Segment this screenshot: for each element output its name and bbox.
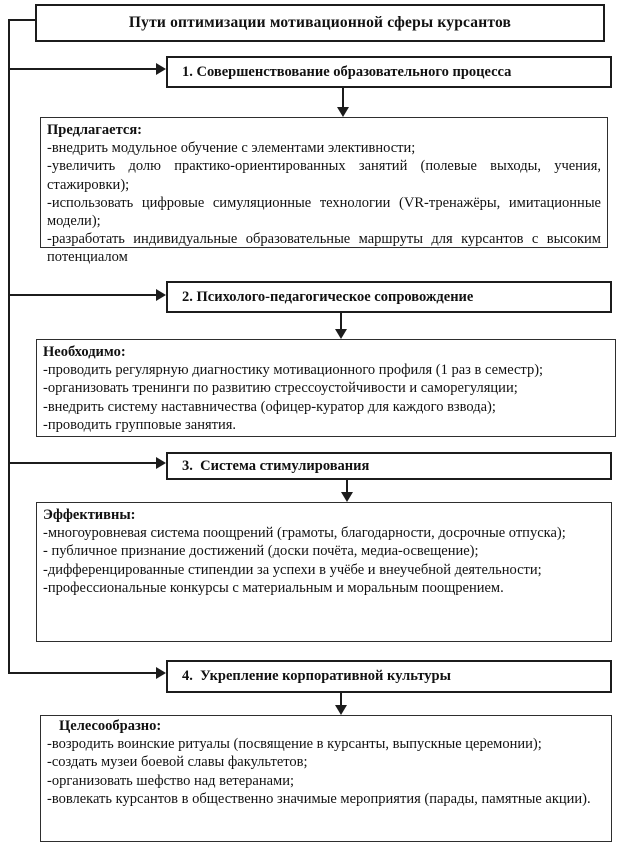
arrow-down-icon: [335, 329, 347, 339]
list-item: -дифференцированные стипендии за успехи …: [43, 561, 542, 578]
arrow-right-icon: [156, 63, 166, 75]
connector-branch-2: [8, 294, 156, 296]
section-1-header-label: 1. Совершенствование образовательного пр…: [182, 63, 512, 80]
section-3-detail-box: Эффективны: -многоуровневая система поощ…: [36, 502, 612, 642]
page-title: Пути оптимизации мотивационной сферы кур…: [128, 14, 512, 31]
section-3-lead: Эффективны:: [43, 507, 136, 523]
arrow-down-icon: [341, 492, 353, 502]
list-item: -возродить воинские ритуалы (посвящение …: [47, 736, 542, 753]
list-item: -профессиональные конкурсы с материальны…: [43, 579, 504, 596]
connector-branch-3: [8, 462, 156, 464]
section-2-header: 2. Психолого-педагогическое сопровождени…: [166, 281, 612, 313]
list-item: - публичное признание достижений (доски …: [43, 543, 479, 560]
section-4-detail-box: Целесообразно: -возродить воинские ритуа…: [40, 715, 612, 842]
arrow-down-icon: [337, 107, 349, 117]
section-4-header: 4. Укрепление корпоративной культуры: [166, 660, 612, 693]
list-item: -использовать цифровые симуляционные тех…: [47, 194, 601, 230]
section-2-lead: Необходимо:: [43, 344, 126, 360]
section-1-detail-box: Предлагается: -внедрить модульное обучен…: [40, 117, 608, 265]
arrow-right-icon: [156, 289, 166, 301]
arrow-right-icon: [156, 667, 166, 679]
list-item: -разработать индивидуальные образователь…: [47, 231, 601, 266]
arrow-down-icon: [335, 705, 347, 715]
list-item: -проводить регулярную диагностику мотива…: [43, 362, 544, 379]
connector-down-2: [340, 313, 342, 330]
list-item: -проводить групповые занятия.: [43, 416, 237, 433]
connector-title-stub: [8, 19, 35, 21]
connector-branch-1: [8, 68, 156, 70]
section-1-header: 1. Совершенствование образовательного пр…: [166, 56, 612, 88]
section-2-detail-box: Необходимо: -проводить регулярную диагно…: [36, 339, 616, 437]
connector-down-3: [346, 480, 348, 493]
connector-down-1: [342, 88, 344, 108]
list-item: -внедрить систему наставничества (офицер…: [43, 398, 496, 415]
arrow-right-icon: [156, 457, 166, 469]
list-item: -вовлекать курсантов в общественно значи…: [47, 790, 591, 807]
title-box: Пути оптимизации мотивационной сферы кур…: [35, 4, 605, 42]
connector-down-4: [340, 693, 342, 706]
section-4-lead: Целесообразно:: [59, 718, 162, 734]
connector-branch-4: [8, 672, 156, 674]
list-item: -многоуровневая система поощрений (грамо…: [43, 525, 566, 542]
list-item: -создать музеи боевой славы факультетов;: [47, 754, 308, 771]
list-item: -организовать тренинги по развитию стрес…: [43, 380, 518, 397]
section-3-header-label: 3. Система стимулирования: [182, 457, 370, 474]
section-3-header: 3. Система стимулирования: [166, 452, 612, 480]
connector-vertical-spine: [8, 19, 10, 674]
section-1-lead: Предлагается:: [47, 122, 142, 138]
list-item: -организовать шефство над ветеранами;: [47, 772, 294, 789]
list-item: -внедрить модульное обучение с элементам…: [47, 140, 416, 157]
section-4-header-label: 4. Укрепление корпоративной культуры: [182, 668, 451, 684]
section-2-header-label: 2. Психолого-педагогическое сопровождени…: [182, 288, 474, 305]
list-item: -увеличить долю практико-ориентированных…: [47, 158, 601, 193]
